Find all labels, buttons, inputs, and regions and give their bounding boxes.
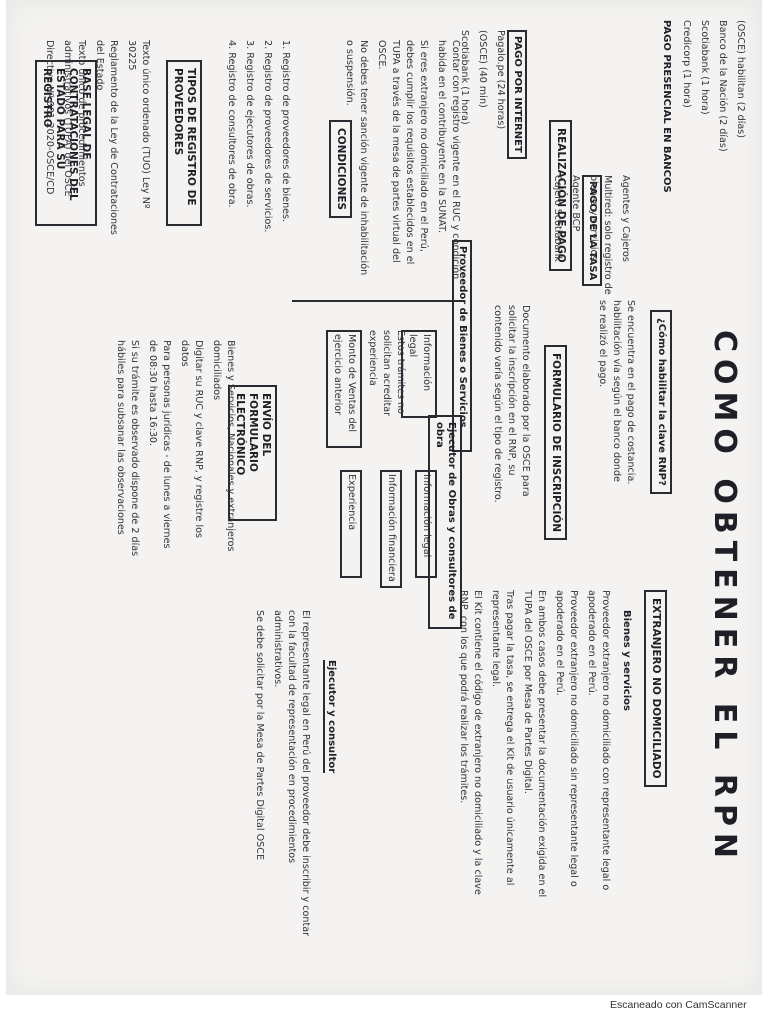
pago-internet-item: Scotiabank (1 hora)	[459, 30, 470, 125]
tipos-header: TIPOS DE REGISTRO DE PROVEEDORES	[166, 60, 202, 226]
pago-presencial-item: Credicorp (1 hora)	[681, 20, 692, 108]
ejecutor-consultor-header: Ejecutor y consultor	[323, 660, 337, 774]
extranjero-item: Proveedor extranjero no domiciliado con …	[586, 590, 611, 891]
pago-internet-list: Pagalo.pe (24 horas) (OSCE) (40 min) Sco…	[453, 30, 507, 150]
marco-item: Directiva Nº 001-2020-OSCE/CD	[44, 40, 55, 195]
pago-internet-item: Pagalo.pe (24 horas)	[495, 30, 506, 130]
tipos-list: 1. Registro de proveedores de bienes. 2.…	[220, 40, 292, 260]
envio-item: Bienes y Servicios, Nacionales y extranj…	[211, 340, 236, 552]
marco-item: Texto único ordenado (TUO) Ley Nº 30225	[126, 40, 151, 209]
ejecutor-consultor-item: El representante legal en Perú del prove…	[272, 610, 311, 937]
extranjero-item: Proveedor extranjero no domiciliado sin …	[554, 590, 579, 887]
pago-tasa-item: Agentes y Cajeros	[620, 175, 631, 262]
center-connector	[292, 300, 462, 302]
pago-presencial-item: Scotiabank (1 hora)	[699, 20, 710, 115]
pago-internet-item: (OSCE) (40 min)	[477, 30, 488, 108]
marco-item: Reglamento de la Ley de Contrataciones d…	[94, 40, 119, 235]
marco-item: Texto único de procedimientos administra…	[62, 40, 87, 197]
pago-presencial-item: Banco de la Nación (2 días)	[717, 20, 728, 152]
clave-text: Se encuentra en el pago de costancia. ha…	[597, 300, 636, 485]
envio-item: Si su trámite es observado dispone de 2 …	[115, 340, 140, 557]
extranjero-item: Tras pagar la tasa, se entrega el Kit de…	[490, 590, 515, 886]
tipos-item: 1. Registro de proveedores de bienes.	[280, 40, 291, 223]
tipos-item: 2. Registro de proveedores de servicios.	[262, 40, 273, 233]
envio-item: Digitar su RUC y clave RNP, y registre l…	[179, 340, 204, 539]
extranjero-header: Extranjero no domiciliado	[644, 590, 667, 787]
extranjero-item: El Kit contiene el código de extranjero …	[458, 590, 483, 895]
pago-tasa-item: Agente BCP	[570, 175, 581, 232]
pago-presencial-list: (OSCE) habilitan (2 días) Banco de la Na…	[675, 20, 747, 160]
tipos-item: 3. Registro de ejecutores de obras.	[244, 40, 255, 208]
envio-list: Bienes y Servicios, Nacionales y extranj…	[109, 340, 237, 560]
ejecutor-item-3: Experiencia	[340, 470, 362, 578]
marco-list: Texto único ordenado (TUO) Ley Nº 30225 …	[38, 40, 152, 240]
condiciones-item: No debes tener sanción vigente de inhabi…	[344, 40, 369, 276]
mind-map: COMO OBTENER EL RPN ¿Cómo habilitar la c…	[6, 0, 762, 995]
formulario-text: Documento elaborado por la OSCE para sol…	[492, 305, 531, 503]
ejecutor-item-1: Información legal	[415, 470, 437, 578]
pago-tasa-list: Agentes y Cajeros Multired: solo registr…	[546, 175, 632, 315]
extranjero-item: En ambos casos debe presentar la documen…	[522, 590, 547, 898]
condiciones-list: Contar con registro vigente en el RUC y …	[338, 40, 462, 280]
pago-presencial-item: (OSCE) habilitan (2 días)	[735, 20, 746, 139]
proveedor-item-2: Estos trámites no solicitan acreditar ex…	[367, 330, 406, 417]
extranjero-list: Proveedor extranjero no domiciliado con …	[452, 590, 612, 920]
pago-tasa-item: Cajero Scotiabank	[552, 175, 563, 262]
envio-item: Para personas jurídicas - de lunes a vie…	[147, 340, 172, 549]
pago-tasa-item: Multired: solo registro de bienes y serv…	[588, 175, 613, 295]
clave-header: ¿Cómo habilitar la clave RNP?	[650, 310, 672, 494]
condiciones-item: Si eres extranjero no domiciliado en el …	[376, 40, 429, 265]
ejecutor-consultor-item: Se debe solicitar por la Mesa de Partes …	[254, 610, 265, 860]
ejecutor-item-2: Información financiera	[380, 470, 402, 588]
ejecutor-consultor-list: El representante legal en Perú del prove…	[248, 610, 312, 940]
proveedor-item-3: Monto de Ventas del ejercicio anterior	[326, 330, 362, 448]
tipos-item: 4. Registro de consultores de obra.	[226, 40, 237, 208]
pago-internet-header: PAGO POR INTERNET	[507, 30, 527, 159]
formulario-header: FORMULARIO DE INSCRIPCIÓN	[544, 345, 567, 541]
extranjero-sub: Bienes y servicios	[621, 610, 632, 711]
pago-presencial-header: PAGO PRESENCIAL EN BANCOS	[661, 20, 672, 193]
diagram-title: COMO OBTENER EL RPN	[707, 330, 742, 866]
scanned-page: COMO OBTENER EL RPN ¿Cómo habilitar la c…	[6, 0, 762, 995]
scanner-watermark: Escaneado con CamScanner	[610, 999, 747, 1011]
